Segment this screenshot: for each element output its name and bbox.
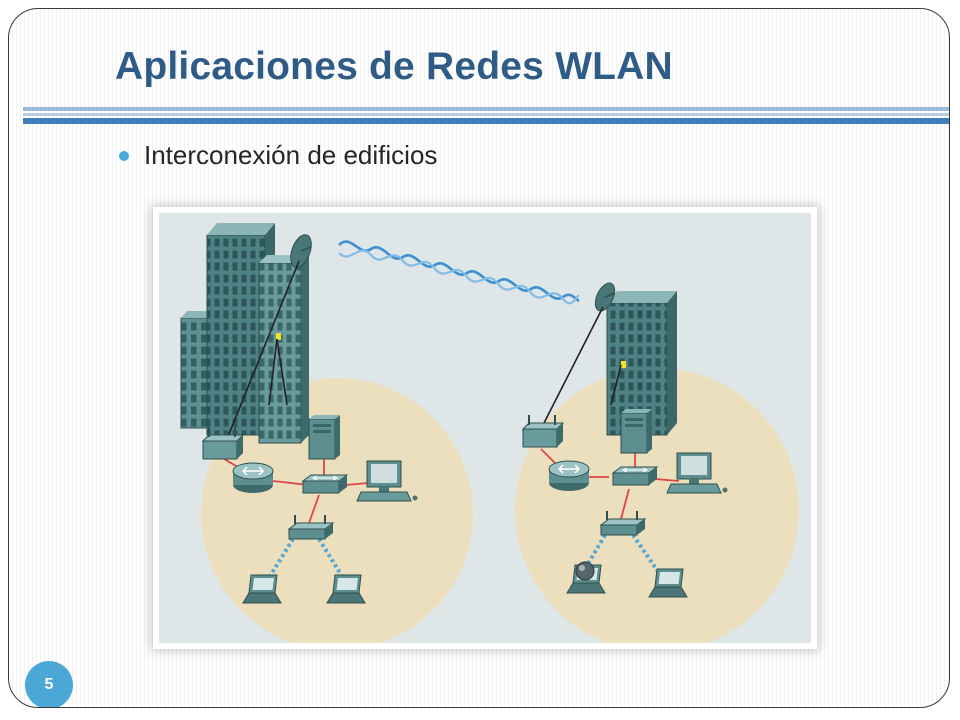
title-rule-mid [23, 113, 949, 116]
switch-left-icon [302, 474, 348, 494]
slide-title: Aplicaciones de Redes WLAN [115, 45, 673, 88]
dish-antenna-right-icon [594, 282, 616, 312]
bullet-dot-icon [119, 150, 129, 161]
network-diagram-figure [153, 207, 817, 649]
bullet-text: Interconexión de edificios [144, 140, 438, 170]
page-number: 5 [44, 676, 54, 693]
title-rule-dark [23, 118, 949, 124]
title-rule-light [23, 107, 949, 111]
router-left-icon [232, 462, 274, 494]
network-diagram [159, 213, 811, 643]
server-right-icon [620, 408, 653, 454]
switch-right-icon [612, 466, 658, 486]
slide: Aplicaciones de Redes WLAN Interconexión… [8, 8, 950, 708]
ip-camera-icon [575, 561, 595, 581]
server-left-icon [308, 414, 341, 460]
bullet-item: Interconexión de edificios [119, 140, 437, 171]
dish-antenna-left-icon [290, 234, 312, 268]
left-wireless-links [265, 537, 347, 583]
router-right-icon [548, 460, 590, 492]
page-number-badge: 5 [25, 661, 73, 707]
radio-wave-icon [338, 240, 580, 305]
